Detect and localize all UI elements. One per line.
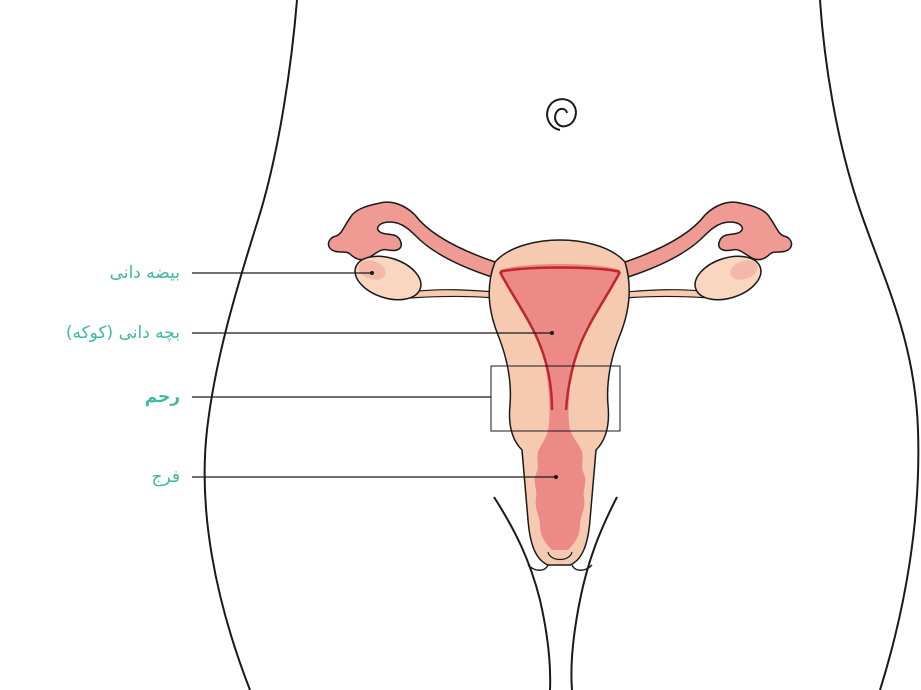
vagina-canal bbox=[535, 430, 586, 550]
leader-dot-vagina bbox=[554, 475, 558, 479]
leader-dot-ovary bbox=[370, 271, 374, 275]
label-fallopian-tube: بچه دانی (کوکه) bbox=[66, 323, 180, 343]
label-ovary: بیضه دانی bbox=[110, 263, 180, 283]
label-vagina: فرج bbox=[152, 467, 180, 487]
ovarian-ligament-left bbox=[410, 290, 495, 298]
leader-dot-fallopian-tube bbox=[550, 331, 554, 335]
fallopian-tube-left bbox=[329, 202, 495, 278]
body-outline-left bbox=[205, 0, 297, 690]
label-cervix: رحم bbox=[145, 387, 180, 407]
body-outline-right bbox=[820, 0, 918, 690]
navel-icon bbox=[547, 99, 576, 130]
